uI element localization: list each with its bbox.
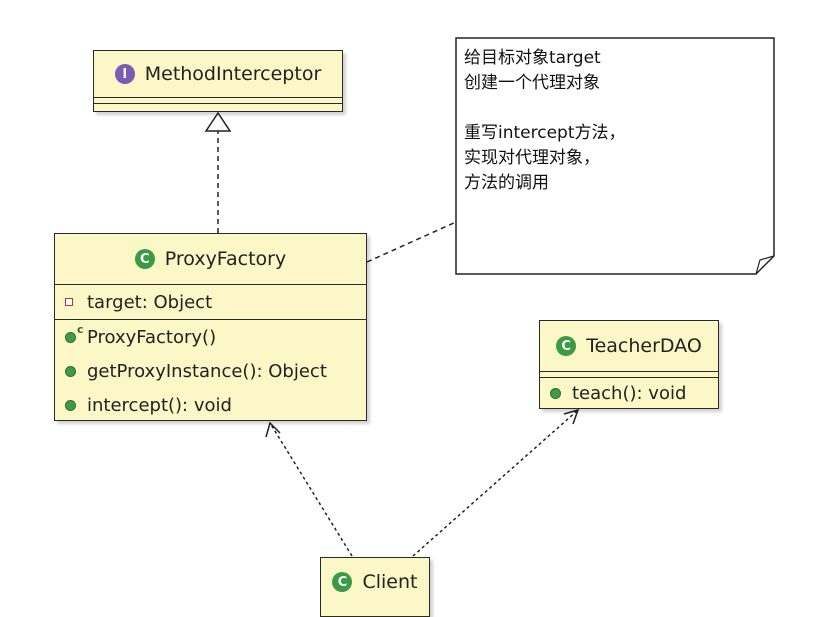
realization-arrowhead [204, 111, 232, 132]
comment-note: 给目标对象target 创建一个代理对象 重写intercept方法， 实现对代… [456, 38, 774, 274]
public-method-icon [65, 365, 76, 377]
method-text: teach(): void [572, 382, 687, 404]
constructor-icon [65, 331, 76, 343]
interface-header: I MethodInterceptor [94, 51, 342, 97]
class-name: TeacherDAO [586, 335, 702, 357]
class-header: C ProxyFactory [55, 234, 366, 284]
class-name: Client [362, 571, 418, 593]
method-row: intercept(): void [55, 388, 366, 422]
method-text: getProxyInstance(): Object [87, 360, 327, 382]
class-header: C TeacherDAO [540, 321, 718, 371]
method-row: getProxyInstance(): Object [55, 354, 366, 388]
method-text: ProxyFactory() [87, 326, 217, 348]
method-row: ProxyFactory() [55, 320, 366, 354]
fields-section: target: Object [55, 284, 366, 319]
client-proxyfactory-dependency [269, 422, 353, 557]
interface-methods-section [94, 103, 342, 109]
interface-icon: I [114, 64, 135, 84]
class-icon: C [134, 249, 155, 269]
client-class[interactable]: C Client [320, 557, 430, 617]
method-text: intercept(): void [87, 394, 232, 416]
note-anchor-line [366, 221, 457, 263]
methods-section: ProxyFactory() getProxyInstance(): Objec… [55, 319, 366, 422]
class-icon: C [556, 336, 577, 356]
client-teacherdao-dependency [412, 409, 579, 557]
field-row: target: Object [55, 285, 366, 319]
relationship-lines [204, 37, 775, 557]
public-method-icon [550, 387, 561, 399]
dependency-arrowhead [563, 408, 580, 425]
constructor-mark: c [77, 323, 84, 336]
dependency-arrowhead [265, 421, 281, 438]
interface-name: MethodInterceptor [144, 63, 322, 85]
note-fold [755, 255, 775, 275]
public-method-icon [65, 399, 76, 411]
note-text: 给目标对象target 创建一个代理对象 重写intercept方法， 实现对代… [464, 48, 626, 193]
private-field-icon [65, 298, 73, 306]
proxy-factory-class[interactable]: C ProxyFactory target: Object ProxyFacto… [54, 233, 367, 421]
class-icon: C [332, 572, 353, 592]
fields-section [540, 371, 718, 377]
interface-attributes-section [94, 97, 342, 103]
class-header: C Client [321, 558, 429, 606]
teacher-dao-class[interactable]: C TeacherDAO teach(): void [539, 320, 719, 409]
method-interceptor-interface[interactable]: I MethodInterceptor [93, 50, 343, 112]
method-row: teach(): void [540, 378, 718, 408]
class-name: ProxyFactory [164, 248, 287, 270]
methods-section: teach(): void [540, 377, 718, 408]
note-box [455, 37, 775, 275]
field-text: target: Object [87, 291, 213, 313]
